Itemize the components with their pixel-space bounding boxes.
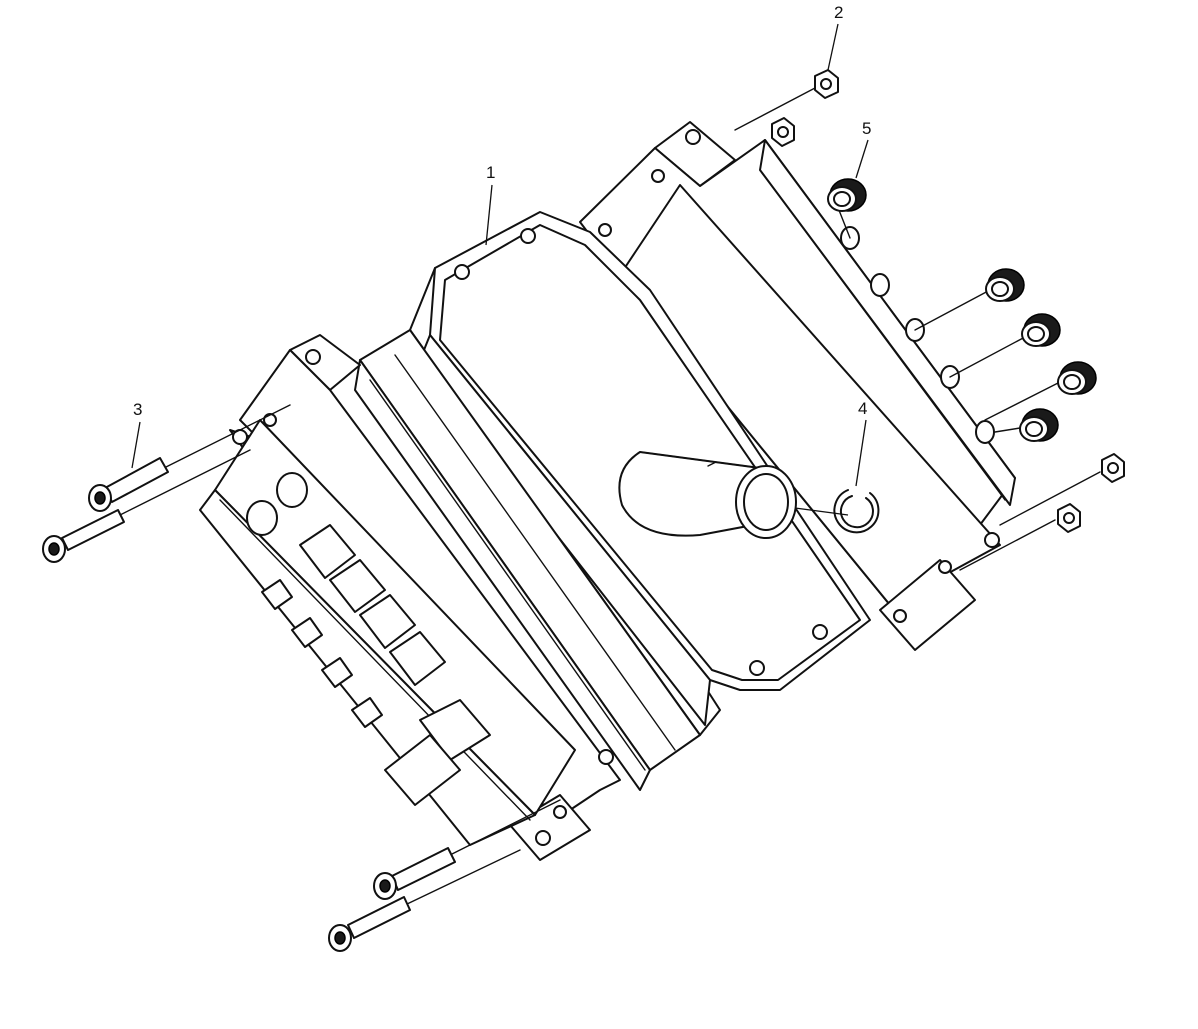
nuts-right [959,453,1125,571]
callout-1: 1 [485,163,495,246]
callout-4-label: 4 [858,399,867,418]
callout-2: 2 [827,3,843,71]
bushings [827,178,1097,442]
connector-block [199,419,576,846]
rear-plate-bushings [840,226,995,444]
middle-block [354,329,701,791]
callout-5-label: 5 [862,119,871,138]
rear-plate [579,121,1016,651]
main-housing [409,211,871,736]
callout-3: 3 [131,400,142,469]
callout-2-label: 2 [834,3,843,22]
retaining-ring [794,489,880,534]
pipe-sleeve [618,451,797,539]
callout-1-label: 1 [486,163,495,182]
screws-lower-left [328,799,561,952]
callouts: 1 2 3 4 5 [131,3,871,487]
nuts-top [734,69,839,147]
callout-4: 4 [855,399,867,487]
screws-upper-left [42,404,291,563]
callout-5: 5 [855,119,871,179]
callout-3-label: 3 [133,400,142,419]
